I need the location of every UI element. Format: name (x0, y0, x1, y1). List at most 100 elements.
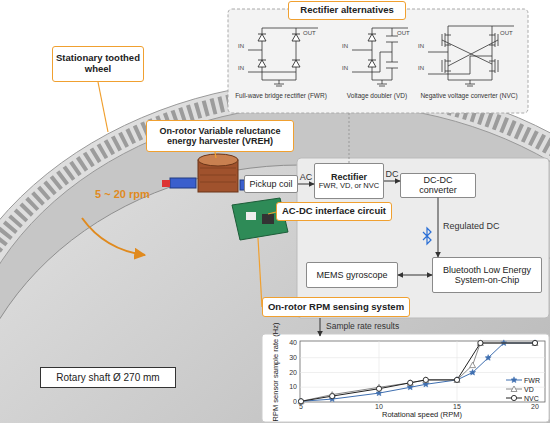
mosfet-symbol (442, 33, 498, 73)
circuit-caption: Voltage doubler (VD) (327, 92, 427, 99)
data-line (301, 343, 535, 401)
leader-line (215, 152, 216, 158)
pin-label: OUT (500, 30, 516, 37)
legend-text: FWR (524, 377, 540, 384)
data-marker (477, 340, 483, 346)
data-marker (408, 380, 413, 385)
node-text: Bluetooth Low Energy System-on-Chip (436, 265, 538, 286)
data-marker (478, 340, 483, 345)
pin-label: IN (238, 65, 250, 72)
process-box: DC-DC converter (400, 173, 476, 198)
process-box: Pickup coil (244, 175, 298, 193)
process-box: MEMS gyroscope (306, 262, 398, 288)
data-marker (511, 395, 516, 400)
part-box: Rotary shaft Ø 270 mm (40, 367, 176, 388)
legend-item: VD (506, 385, 534, 393)
callout-box: Rectifier alternatives (288, 1, 406, 20)
connector-arrow (298, 184, 314, 185)
pin-label: IN (418, 65, 430, 72)
data-marker (423, 377, 428, 382)
node-text: Pickup coil (249, 179, 292, 189)
diode-symbol (292, 60, 300, 67)
pin-label: IN (342, 43, 354, 50)
system-panel (297, 158, 549, 318)
node-text: Rectifier (331, 172, 367, 182)
tick-label: 15 (447, 403, 467, 411)
legend-sample (506, 385, 522, 393)
diode-symbol (368, 34, 376, 41)
data-marker (454, 377, 459, 382)
rotation-arrow (82, 218, 145, 255)
edge-label: DC (386, 169, 399, 179)
tick-label: 20 (525, 403, 545, 411)
edge-label: AC (300, 172, 313, 182)
speed-label: 5 ~ 20 rpm (95, 188, 165, 200)
edge-label: Regulated DC (443, 221, 500, 231)
fwr-circuit (248, 28, 318, 86)
process-box: Bluetooth Low Energy System-on-Chip (432, 257, 542, 293)
pin-label: IN (418, 43, 430, 50)
connector-arrow (438, 198, 439, 257)
node-text: On-rotor RPM sensing system (268, 302, 404, 313)
diode-symbol (292, 34, 300, 41)
data-marker (511, 377, 517, 383)
leader-line (268, 212, 276, 214)
data-marker (470, 369, 476, 375)
plot-series (298, 340, 538, 404)
magnet-pole (162, 180, 170, 187)
connector-arrow (398, 275, 432, 276)
data-line (301, 343, 535, 401)
legend-sample (506, 376, 522, 384)
node-text: MEMS gyroscope (316, 270, 387, 280)
process-box: RectifierFWR, VD, or NVC (314, 163, 384, 199)
leader-line (258, 238, 262, 307)
chip (262, 214, 274, 224)
chart-panel (262, 334, 549, 422)
data-marker (330, 394, 335, 399)
pin-label: IN (342, 65, 354, 72)
callout-box: Stationary toothed wheel (52, 46, 144, 82)
axis-title: RPM sensor sample rate (Hz) (272, 323, 280, 422)
data-marker (532, 340, 538, 346)
data-marker (407, 380, 413, 386)
pin-label: OUT (303, 30, 319, 37)
node-text: DC-DC converter (404, 175, 472, 196)
legend-item: FWR (506, 376, 540, 384)
connector-arrow (384, 181, 400, 182)
data-line (301, 343, 535, 401)
data-marker (423, 377, 429, 383)
wire (352, 28, 408, 86)
coil-top (198, 154, 238, 166)
circuit-caption: Full-wave bridge rectifier (FWR) (231, 92, 331, 99)
legend-sample (506, 394, 522, 402)
legend-text: VD (524, 386, 534, 393)
wire (248, 28, 318, 86)
callout-box: On-rotor Variable reluctance energy harv… (146, 120, 294, 152)
circuit-caption: Negative voltage converter (NVC) (410, 92, 528, 99)
magnet (170, 178, 196, 188)
pin-label: OUT (397, 30, 413, 37)
node-text: FWR, VD, or NVC (319, 182, 379, 191)
grid-line (300, 341, 545, 402)
coil-winding (200, 168, 236, 182)
diode-symbol (258, 60, 266, 67)
tick-label: 5 (291, 403, 311, 411)
node-text: Rotary shaft Ø 270 mm (56, 372, 159, 384)
result-arrow (320, 318, 321, 336)
data-marker (376, 386, 381, 391)
tick-label: 0 (280, 398, 297, 406)
dotted-leader (349, 113, 350, 163)
annotation: Sample rate results (326, 322, 426, 331)
data-marker (454, 377, 460, 383)
data-marker (485, 355, 491, 361)
chip (246, 212, 256, 220)
leader-line (98, 82, 108, 132)
data-marker (532, 340, 537, 345)
data-marker (298, 398, 304, 404)
node-text: Stationary toothed wheel (56, 53, 140, 75)
node-text: Rectifier alternatives (300, 5, 393, 16)
callout-box: AC-DC interface circuit (276, 202, 392, 221)
plot-frame (300, 341, 545, 402)
node-text: AC-DC interface circuit (282, 206, 386, 217)
legend-text: NVC (524, 395, 539, 402)
